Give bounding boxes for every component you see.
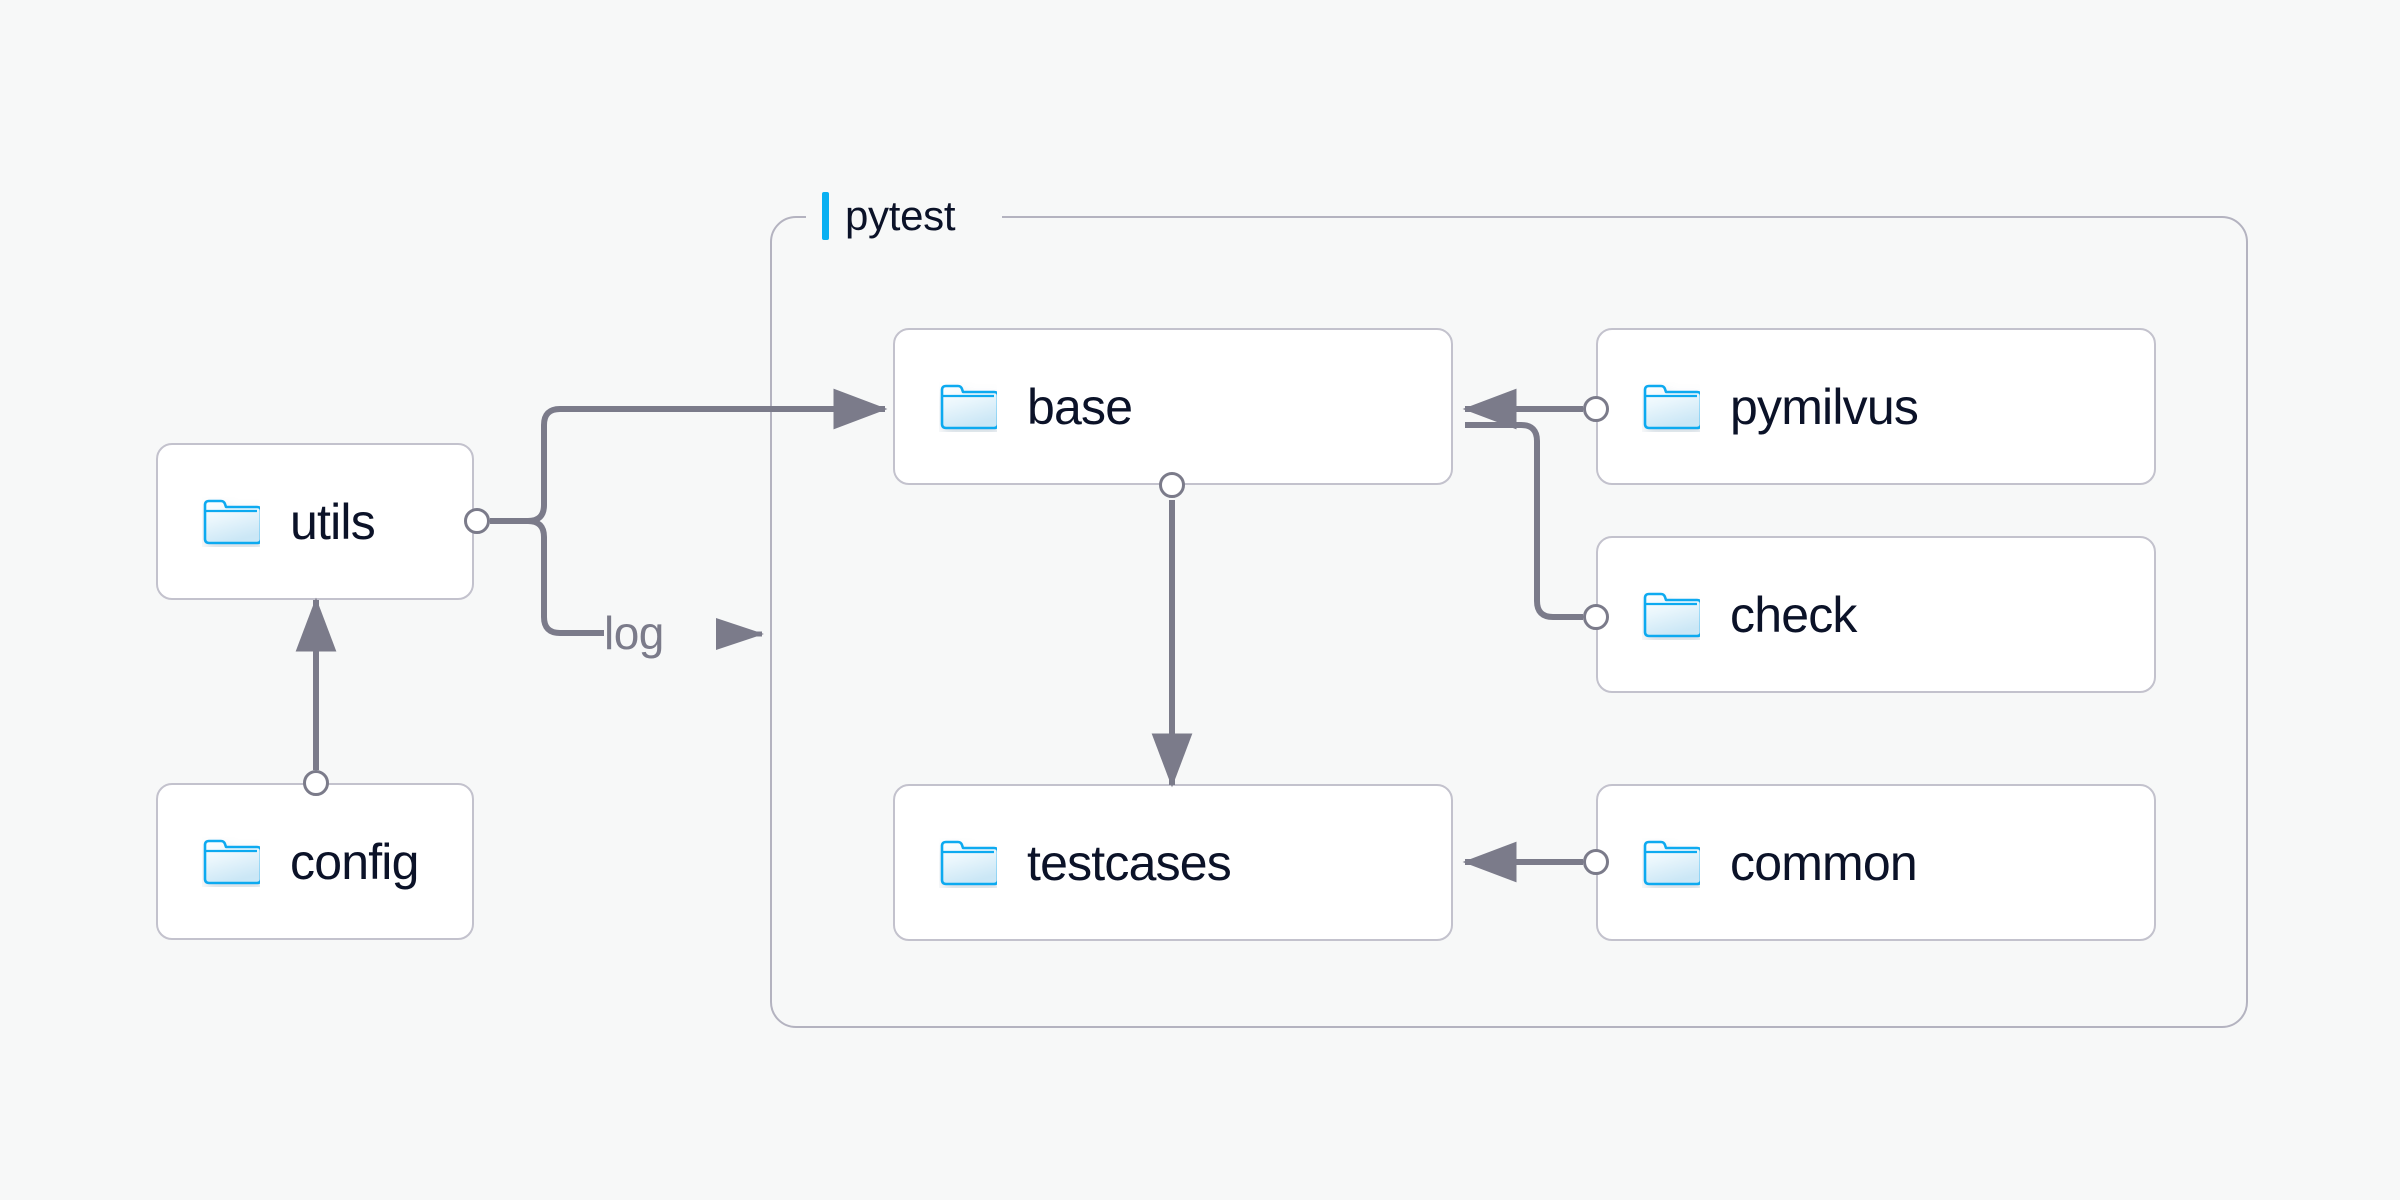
port-common-left[interactable] [1583,849,1609,875]
port-config-top[interactable] [303,770,329,796]
node-pymilvus[interactable]: pymilvus [1596,328,2156,485]
folder-icon [940,384,997,429]
port-base-bottom[interactable] [1159,472,1185,498]
node-check-label: check [1730,586,1857,643]
node-utils-label: utils [290,493,376,550]
group-pytest-label: pytest [822,192,956,240]
group-pytest-label-text: pytest [845,192,956,239]
folder-icon [940,840,997,885]
folder-icon [203,499,260,544]
node-testcases-label: testcases [1027,834,1232,891]
node-config[interactable]: config [156,783,474,940]
group-accent-bar [822,192,829,240]
folder-icon [1643,592,1700,637]
node-pymilvus-label: pymilvus [1730,378,1919,435]
group-label-notch [806,210,1002,220]
edge-label-log: log [604,607,664,659]
folder-icon [203,839,260,884]
port-utils-right[interactable] [464,508,490,534]
node-config-label: config [290,833,419,890]
port-check-left[interactable] [1583,604,1609,630]
node-utils[interactable]: utils [156,443,474,600]
group-pytest[interactable] [770,216,2248,1028]
folder-icon [1643,384,1700,429]
edge-utils-to-pytest-log [527,518,604,636]
node-testcases[interactable]: testcases [893,784,1453,941]
node-check[interactable]: check [1596,536,2156,693]
port-pymilvus-left[interactable] [1583,396,1609,422]
node-common[interactable]: common [1596,784,2156,941]
node-base[interactable]: base [893,328,1453,485]
node-base-label: base [1027,378,1133,435]
folder-icon [1643,840,1700,885]
node-common-label: common [1730,834,1918,891]
